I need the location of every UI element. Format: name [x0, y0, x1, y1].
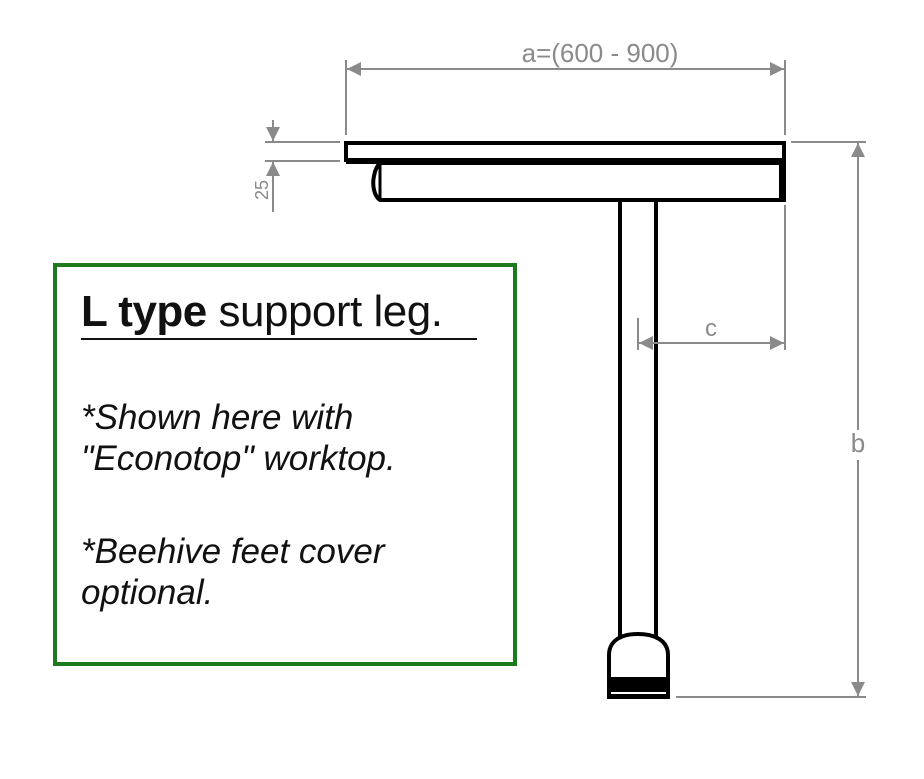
note-line: optional. [81, 573, 214, 612]
title-type: L type [81, 287, 207, 336]
dimension-c-label: c [705, 315, 717, 342]
support-rail [371, 160, 786, 202]
title-rest: support leg. [206, 287, 443, 336]
dimension-b: b [676, 141, 866, 698]
dimension-thickness: 25 [252, 120, 340, 212]
note-line: "Econotop" worktop. [81, 439, 396, 478]
beehive-foot [607, 631, 670, 699]
leg-column [618, 200, 658, 640]
dimension-a: a=(600 - 900) [345, 38, 786, 135]
dimension-b-label: b [851, 428, 865, 458]
dimension-thickness-label: 25 [252, 180, 272, 200]
worktop [344, 141, 786, 164]
dimension-c: c [637, 205, 786, 350]
note-line: *Beehive feet cover [81, 532, 385, 571]
info-box: L type support leg. *Shown here with"Eco… [53, 263, 517, 666]
title-underline [81, 338, 477, 340]
note-line: *Shown here with [81, 398, 354, 437]
info-title: L type support leg. [81, 287, 443, 337]
note-econotop: *Shown here with"Econotop" worktop. [81, 397, 396, 479]
dimension-a-label: a=(600 - 900) [522, 38, 679, 68]
